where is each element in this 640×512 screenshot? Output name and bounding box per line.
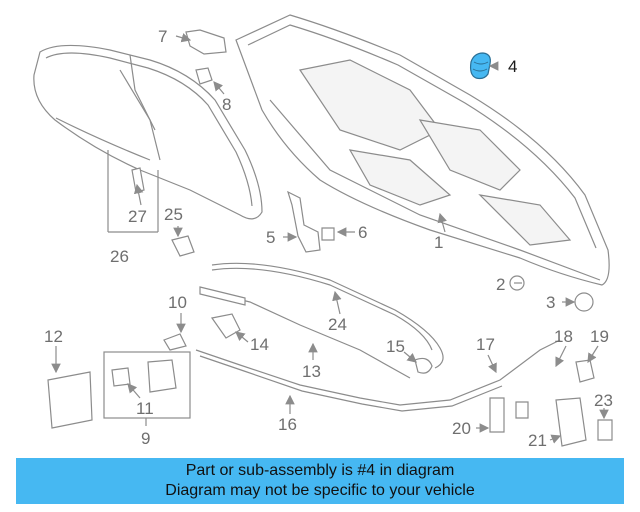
callout-26: 26 <box>110 247 129 266</box>
callout-14: 14 <box>250 335 269 354</box>
callout-20: 20 <box>452 419 471 438</box>
callout-numbers: 4 1 2 3 5 6 7 8 9 10 11 12 13 14 15 16 1… <box>44 27 613 450</box>
callout-9: 9 <box>141 429 150 448</box>
hood-insulator-pad <box>33 44 263 220</box>
callout-24: 24 <box>328 315 347 334</box>
caption-line-1: Part or sub-assembly is #4 in diagram <box>185 462 455 479</box>
callout-19: 19 <box>590 327 609 346</box>
callout-11: 11 <box>136 399 154 418</box>
leader-lines <box>51 33 609 444</box>
callout-18: 18 <box>554 327 573 346</box>
callout-5: 5 <box>266 228 275 247</box>
hood-panel <box>235 14 610 286</box>
callout-2: 2 <box>496 275 505 294</box>
callout-13: 13 <box>302 362 321 381</box>
callout-10: 10 <box>168 293 187 312</box>
callout-23: 23 <box>594 391 613 410</box>
callout-16: 16 <box>278 415 297 434</box>
support-rod <box>211 262 444 369</box>
callout-15: 15 <box>386 337 405 356</box>
callout-7: 7 <box>158 27 167 46</box>
callout-6: 6 <box>358 223 367 242</box>
callout-25: 25 <box>164 205 183 224</box>
callout-21: 21 <box>528 431 547 450</box>
callout-4: 4 <box>508 57 517 76</box>
callout-12: 12 <box>44 327 63 346</box>
hood-bumper-part-4 <box>469 52 491 80</box>
parts-diagram: 4 1 2 3 5 6 7 8 9 10 11 12 13 14 15 16 1… <box>33 14 613 450</box>
small-parts <box>47 275 613 447</box>
callout-3: 3 <box>546 293 555 312</box>
callout-27: 27 <box>128 207 147 226</box>
callout-1: 1 <box>434 233 443 252</box>
release-cable <box>195 286 561 412</box>
caption-banner: Part or sub-assembly is #4 in diagram Di… <box>16 458 624 504</box>
callout-17: 17 <box>476 335 495 354</box>
caption-line-2: Diagram may not be specific to your vehi… <box>165 482 475 499</box>
callout-8: 8 <box>222 95 231 114</box>
